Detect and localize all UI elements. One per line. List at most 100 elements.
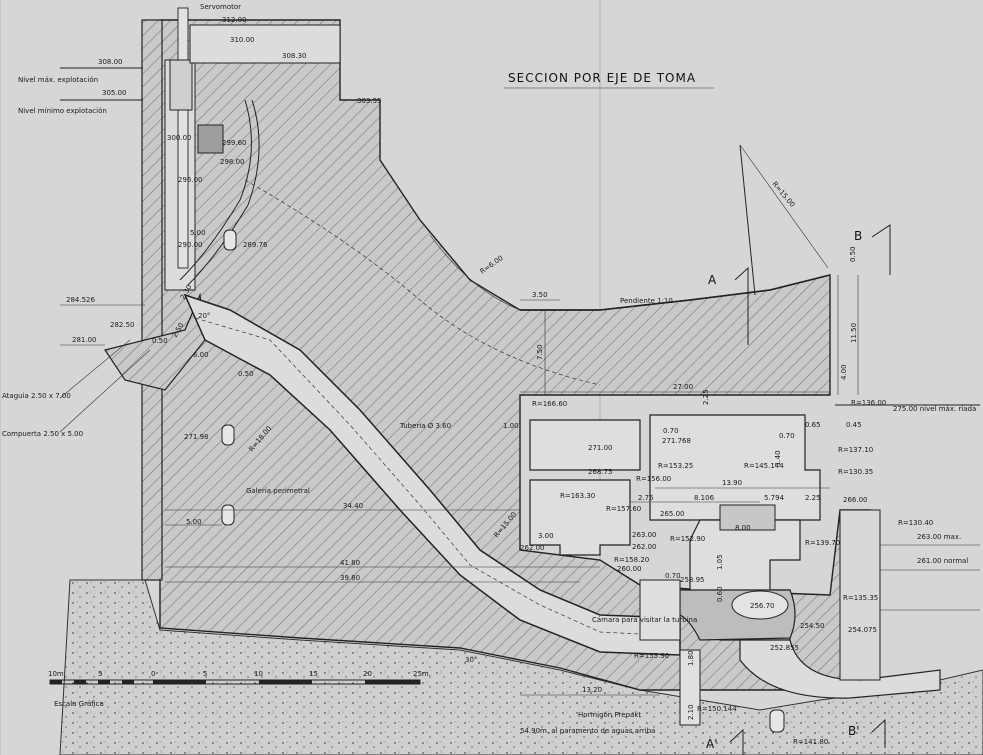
- elev-310: 310.00: [230, 36, 255, 44]
- penstock-axis: [194, 317, 681, 637]
- elev-305: 305.00: [102, 89, 127, 97]
- dim-1-40: 1.40: [774, 450, 782, 466]
- powerhouse-room-upper: [529, 419, 641, 471]
- dim-2-10: 2.10: [687, 704, 695, 720]
- dim-0-70a: 0.70: [663, 427, 679, 435]
- top-gallery: [189, 24, 341, 64]
- radius-r141-80: R=141.80: [793, 738, 828, 746]
- elev-254-075: 254.075: [848, 626, 877, 634]
- dim-1-00: 1.00: [503, 422, 519, 430]
- dim-5-794: 5.794: [764, 494, 785, 502]
- dim-1-80: 1.80: [687, 650, 695, 666]
- dim-39-80: 39.80: [340, 574, 360, 582]
- dim-5-00a: 5.00: [190, 229, 206, 237]
- dim-6-00: 6.00: [193, 351, 209, 359]
- scale-tick-4: 10: [254, 670, 263, 678]
- elev-281: 281.00: [72, 336, 97, 344]
- radius-r163-30: R=163.30: [560, 492, 595, 500]
- elev-252-855: 252.855: [770, 644, 799, 652]
- section-marker-a: [734, 266, 749, 345]
- radius-r157-60: R=157.60: [606, 505, 641, 513]
- label-ataguia: Ataguia 2.50 x 7.00: [2, 392, 71, 400]
- label-galeria: Galería perimetral: [246, 487, 310, 495]
- label-servomotor: Servomotor: [200, 3, 241, 11]
- label-hormigon: Hormigón Prepakt: [578, 711, 641, 719]
- gallery-289: [223, 229, 237, 251]
- dim-0-60: 0.60: [716, 586, 724, 602]
- elev-300: 300.00: [167, 134, 192, 142]
- label-tail-max: 263.00 max.: [917, 533, 961, 541]
- scale-tick-0: 10m: [48, 670, 64, 678]
- tailrace-channel: [839, 509, 881, 681]
- elev-271: 271.00: [588, 444, 613, 452]
- elev-299-60: 299.60: [222, 139, 247, 147]
- label-compuerta: Compuerta 2.50 x 5.00: [2, 430, 83, 438]
- angle-30: 30°: [465, 656, 477, 664]
- section-marker-b: [871, 224, 891, 275]
- powerhouse-room-main: [649, 414, 821, 521]
- section-label-b-prime: B': [848, 724, 860, 738]
- radius-r152-90: R=152.90: [670, 535, 705, 543]
- dim-2-75: 2.75: [638, 494, 654, 502]
- elev-266: 266.00: [843, 496, 868, 504]
- approach-slope: [520, 274, 831, 311]
- elev-254-50: 254.50: [800, 622, 825, 630]
- elev-289-76: 289.76: [243, 241, 268, 249]
- elev-262b: 262.00: [520, 544, 545, 552]
- draft-tube: [739, 639, 941, 699]
- radius-r150-144: R=150.144: [697, 705, 737, 713]
- dim-34-40: 34.40: [343, 502, 363, 510]
- foundation-rock: [59, 579, 983, 755]
- dim-0-70c: 0.70: [665, 572, 681, 580]
- dim-3-00: 3.00: [538, 532, 554, 540]
- drawing-title: SECCION POR EJE DE TOMA: [508, 71, 696, 85]
- radius-r155-90: R=155.90: [634, 652, 669, 660]
- radius-r145-144: R=145.144: [744, 462, 784, 470]
- scale-bar: [49, 679, 421, 685]
- gallery-bottom: [769, 709, 785, 733]
- radius-r166-60: R=166.60: [532, 400, 567, 408]
- powerhouse-room-left: [529, 479, 631, 556]
- section-label-b: B: [854, 229, 862, 243]
- radius-r139-70: R=139.70: [805, 539, 840, 547]
- label-nivel-min: Nivel mínimo explotación: [18, 107, 107, 115]
- radius-r137-10: R=137.10: [838, 446, 873, 454]
- gallery-perimeter: [221, 504, 235, 526]
- control-room: [197, 124, 224, 154]
- scale-tick-1: 5: [98, 670, 102, 678]
- elev-258-95: 258.95: [680, 576, 705, 584]
- section-label-a: A: [708, 273, 717, 287]
- visit-chamber: [639, 579, 681, 641]
- section-label-a-prime: A': [706, 737, 718, 751]
- elev-296: 296.00: [178, 176, 203, 184]
- arc-r15: [739, 144, 829, 269]
- dim-0-50c: 0.50: [849, 246, 857, 262]
- drain-shaft: [679, 649, 701, 726]
- reference-dash: [244, 179, 601, 386]
- dim-8-00: 8.00: [735, 524, 751, 532]
- leader-ataguia: [59, 339, 131, 399]
- elev-260: 260.00: [617, 565, 642, 573]
- elev-312: 312.00: [222, 16, 247, 24]
- label-nivel-riada: 275.00 nivel máx. riada: [893, 405, 976, 413]
- dim-1-05: 1.05: [716, 554, 724, 570]
- generator: [719, 504, 776, 531]
- radius-r135-35: R=135.35: [843, 594, 878, 602]
- section-marker-a-prime: [729, 728, 744, 755]
- label-paramento: 54.90m. al paramento de aguas arriba: [520, 727, 655, 735]
- radius-r130-40: R=130.40: [898, 519, 933, 527]
- bypass-pipe-2: [187, 99, 260, 286]
- dim-2-25b: 2.25: [805, 494, 821, 502]
- radius-r153-25: R=153.25: [658, 462, 693, 470]
- dam-body: [159, 19, 871, 691]
- dim-13-20: 13.20: [582, 686, 602, 694]
- scale-tick-6: 20: [363, 670, 372, 678]
- elev-271-768: 271.768: [662, 437, 691, 445]
- section-marker-b-prime: [871, 718, 886, 748]
- label-pendiente: Pendiente 1:10: [620, 297, 673, 305]
- scale-tick-3: 5: [203, 670, 207, 678]
- bypass-pipe: [179, 99, 252, 281]
- elev-263: 263.00: [632, 531, 657, 539]
- label-camara: Cámara para visitar la turbina: [592, 616, 697, 624]
